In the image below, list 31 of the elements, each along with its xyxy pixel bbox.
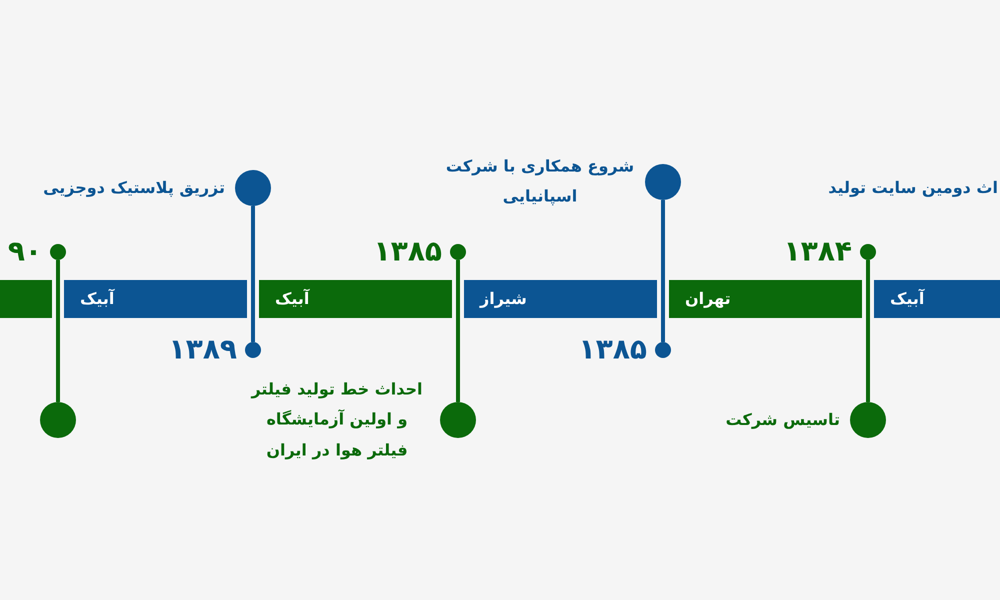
milestone-text: احداث خط تولید فیلتر و اولین آزمایشگاه فیلتر هوا در ایران: [250, 378, 424, 462]
connector-line: [56, 260, 60, 402]
milestone-circle: [440, 402, 476, 438]
connector-line: [456, 260, 460, 402]
timeline-segment: شیراز: [464, 280, 657, 318]
timeline-segment: آبیک: [259, 280, 452, 318]
milestone-text: تزریق پلاستیک دوجزیی: [43, 176, 225, 199]
milestone-text: اث دومین سایت تولید: [828, 176, 998, 199]
timeline-segment: آبیک: [874, 280, 1000, 318]
timeline-segment: [0, 280, 52, 318]
milestone-circle: [645, 164, 681, 200]
year-label: ۱۳۸۵: [578, 334, 647, 366]
timeline-dot: [860, 244, 876, 260]
timeline-dot: [50, 244, 66, 260]
year-label: ۱۳۸۹: [168, 334, 237, 366]
milestone-circle: [235, 170, 271, 206]
connector-line: [251, 206, 255, 342]
milestone-circle: [40, 402, 76, 438]
milestone-text: تاسیس شرکت: [726, 408, 840, 431]
timeline-dot: [245, 342, 261, 358]
connector-line: [661, 200, 665, 342]
timeline-segment: تهران: [669, 280, 862, 318]
milestone-text: شروع همکاری با شرکت اسپانیایی: [445, 156, 635, 208]
year-label: ۱۳۸۴: [784, 236, 852, 268]
milestone-circle: [850, 402, 886, 438]
timeline-segment: آبیک: [64, 280, 247, 318]
year-label: ۹۰: [8, 236, 42, 268]
timeline-dot: [450, 244, 466, 260]
year-label: ۱۳۸۵: [374, 236, 442, 268]
timeline-dot: [655, 342, 671, 358]
connector-line: [866, 260, 870, 402]
